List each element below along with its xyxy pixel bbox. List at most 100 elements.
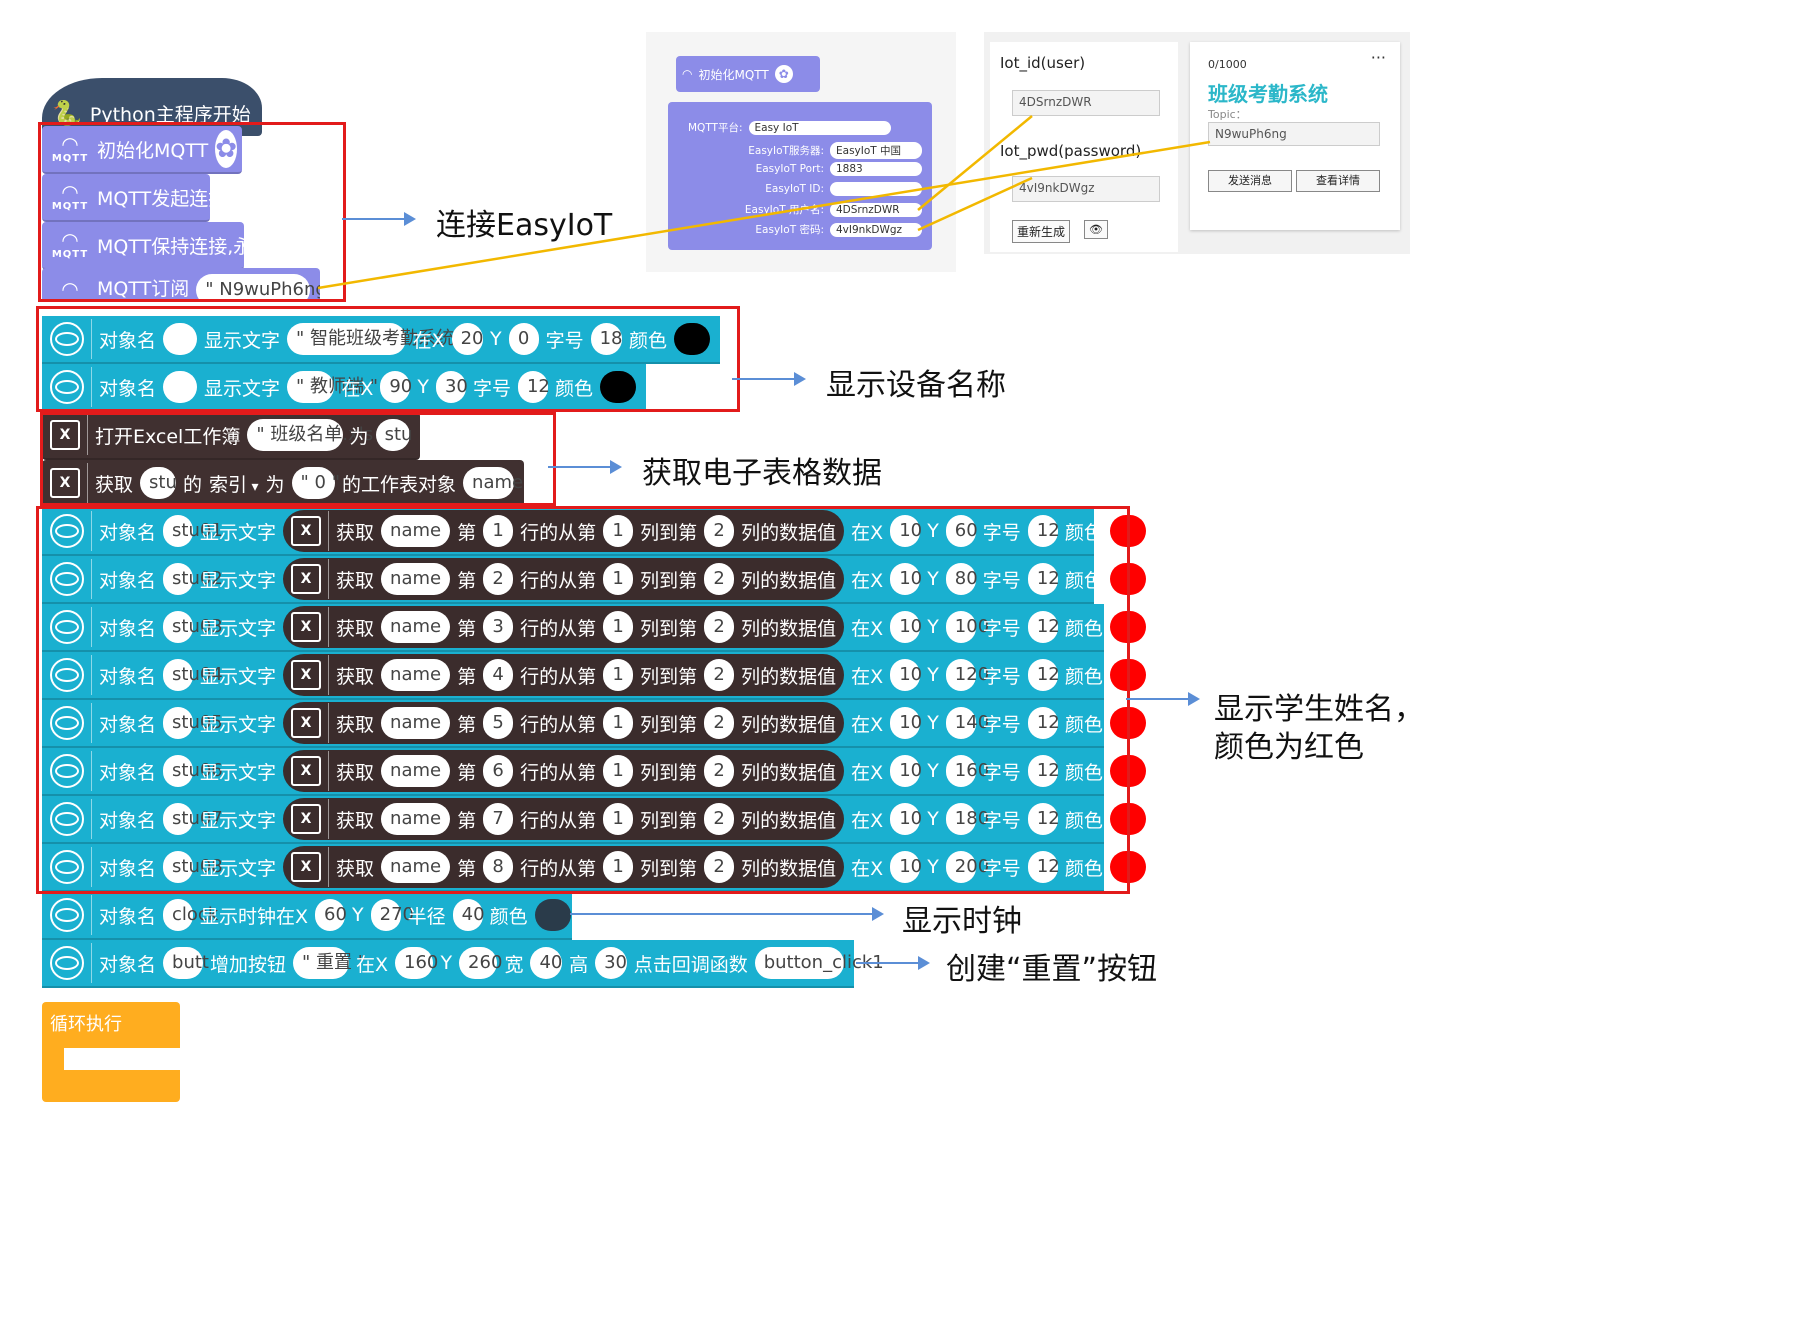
send-message-button[interactable]: 发送消息	[1208, 170, 1292, 192]
button-block[interactable]: 对象名 butt 增加按钮 " 重置 " 在X 160 Y 260 宽 40 高…	[42, 940, 884, 988]
callback-input[interactable]: button_click1	[754, 947, 884, 979]
width-input[interactable]: 40	[530, 947, 562, 979]
obj-name-input[interactable]	[163, 371, 198, 403]
size-input[interactable]: 12	[1027, 707, 1060, 739]
size-input[interactable]: 12	[1027, 611, 1060, 643]
size-input[interactable]: 12	[1027, 515, 1060, 547]
row-input[interactable]: 8	[483, 851, 514, 883]
color-swatch[interactable]	[534, 899, 571, 931]
title-text-block-2[interactable]: 对象名 显示文字 " 教师端 " 在X 90 Y 30 字号 12 颜色	[42, 364, 646, 412]
pwd-input[interactable]: 4vI9nkDWgz	[830, 222, 922, 237]
user-input[interactable]: 4DSrnzDWR	[830, 202, 922, 217]
height-input[interactable]: 30	[595, 947, 627, 979]
x-input[interactable]: 10	[890, 515, 922, 547]
get-sheet-block[interactable]: X 获取 stu 的 索引 为 " 0 " 的工作表对象 name	[42, 460, 524, 508]
y-input[interactable]: 120	[945, 659, 989, 691]
x-input[interactable]: 10	[890, 611, 922, 643]
var-input[interactable]: stu	[375, 419, 412, 451]
sheet-var-input[interactable]: name	[381, 563, 451, 595]
x-input[interactable]: 10	[890, 803, 922, 835]
id-input[interactable]	[830, 182, 922, 196]
row-input[interactable]: 3	[483, 611, 514, 643]
sheet-var-input[interactable]: name	[381, 515, 451, 547]
col-from-input[interactable]: 1	[603, 707, 634, 739]
y-input[interactable]: 30	[435, 371, 468, 403]
topic-field[interactable]: N9wuPh6ng	[1208, 122, 1380, 146]
x-input[interactable]: 90	[380, 371, 412, 403]
y-input[interactable]: 0	[508, 323, 539, 355]
index-input[interactable]: " 0 "	[291, 467, 340, 499]
server-select[interactable]: EasyIoT 中国	[830, 142, 922, 159]
y-input[interactable]: 160	[945, 755, 989, 787]
size-input[interactable]: 12	[517, 371, 550, 403]
col-to-input[interactable]: 2	[704, 755, 735, 787]
y-input[interactable]: 180	[945, 803, 989, 835]
x-input[interactable]: 10	[890, 851, 922, 883]
x-input[interactable]: 10	[890, 563, 922, 595]
y-input[interactable]: 140	[945, 707, 989, 739]
sheet-var-input[interactable]: name	[381, 611, 451, 643]
view-detail-button[interactable]: 查看详情	[1296, 170, 1380, 192]
col-from-input[interactable]: 1	[603, 803, 634, 835]
id-field[interactable]: 4DSrnzDWR	[1012, 90, 1160, 116]
x-input[interactable]: 60	[315, 899, 347, 931]
regenerate-button[interactable]: 重新生成	[1012, 220, 1071, 243]
col-to-input[interactable]: 2	[704, 515, 735, 547]
topic-input[interactable]: " N9wuPh6ng "	[196, 274, 320, 300]
sheet-var-input[interactable]: name	[381, 851, 451, 883]
mqtt-subscribe-block[interactable]: ◠MQTT MQTT订阅 " N9wuPh6ng "	[42, 268, 320, 302]
col-to-input[interactable]: 2	[704, 611, 735, 643]
x-input[interactable]: 160	[395, 947, 438, 979]
size-input[interactable]: 12	[1027, 563, 1060, 595]
col-from-input[interactable]: 1	[603, 611, 634, 643]
gear-icon[interactable]: ✿	[215, 130, 238, 168]
obj-name-input[interactable]: butt	[163, 947, 209, 979]
row-input[interactable]: 4	[483, 659, 514, 691]
more-icon[interactable]: ···	[1370, 48, 1386, 67]
y-input[interactable]: 80	[945, 563, 978, 595]
radius-input[interactable]: 40	[452, 899, 485, 931]
sheet-var-input[interactable]: name	[463, 467, 523, 499]
y-input[interactable]: 200	[945, 851, 989, 883]
size-input[interactable]: 12	[1027, 803, 1060, 835]
open-excel-block[interactable]: X 打开Excel工作簿 " 班级名单.xls " 为 stu	[42, 412, 420, 460]
y-input[interactable]: 270	[370, 899, 414, 931]
col-to-input[interactable]: 2	[704, 707, 735, 739]
mqtt-keep-block[interactable]: ◠MQTT MQTT保持连接,永久	[42, 222, 271, 270]
mqtt-init-block[interactable]: ◠MQTT 初始化MQTT ✿	[42, 126, 242, 174]
x-input[interactable]: 10	[890, 707, 922, 739]
index-dropdown[interactable]: 索引	[209, 470, 259, 497]
row-input[interactable]: 2	[483, 563, 514, 595]
col-to-input[interactable]: 2	[704, 851, 735, 883]
col-to-input[interactable]: 2	[704, 563, 735, 595]
row-input[interactable]: 6	[483, 755, 514, 787]
color-swatch[interactable]	[674, 323, 711, 355]
col-to-input[interactable]: 2	[704, 803, 735, 835]
x-input[interactable]: 10	[890, 755, 922, 787]
platform-select[interactable]: Easy IoT	[748, 120, 891, 135]
button-text-input[interactable]: " 重置 "	[292, 947, 366, 979]
y-input[interactable]: 100	[945, 611, 989, 643]
title-text-block-1[interactable]: 对象名 显示文字 " 智能班级考勤系统 " 在X 20 Y 0 字号 18 颜色	[42, 316, 720, 364]
sheet-var-input[interactable]: name	[381, 803, 451, 835]
workbook-input[interactable]: stu	[140, 467, 177, 499]
mqtt-connect-block[interactable]: ◠MQTT MQTT发起连接	[42, 174, 227, 222]
col-from-input[interactable]: 1	[603, 851, 634, 883]
size-input[interactable]: 12	[1027, 851, 1060, 883]
col-to-input[interactable]: 2	[704, 659, 735, 691]
y-input[interactable]: 60	[945, 515, 978, 547]
port-input[interactable]: 1883	[830, 162, 922, 176]
sheet-var-input[interactable]: name	[381, 755, 451, 787]
x-input[interactable]: 20	[451, 323, 484, 355]
